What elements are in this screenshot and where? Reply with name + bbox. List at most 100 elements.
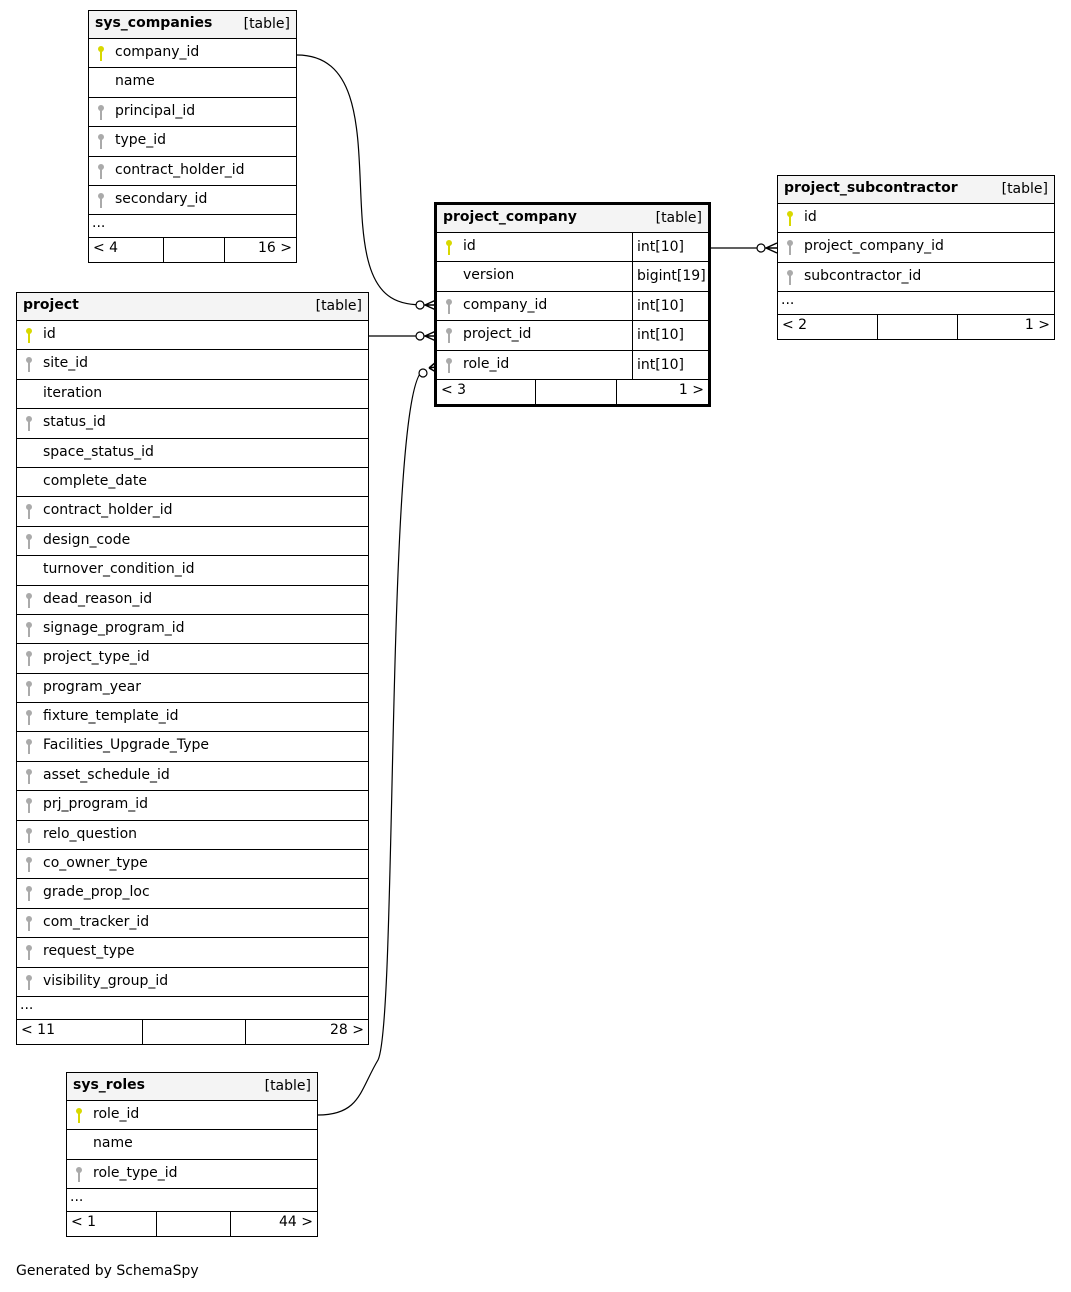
column-row[interactable]: type_id	[89, 127, 296, 157]
more-columns-ellipsis[interactable]: ...	[778, 292, 1054, 316]
column-row[interactable]: fixture_template_id	[17, 703, 368, 733]
foreign-key-icon	[25, 504, 35, 520]
column-name: fixture_template_id	[43, 708, 179, 725]
parents-count[interactable]: < 11	[21, 1021, 55, 1038]
column-name: com_tracker_id	[43, 913, 150, 930]
column-row[interactable]: asset_schedule_id	[17, 762, 368, 792]
table-name[interactable]: sys_companies	[95, 15, 213, 31]
foreign-key-icon	[445, 357, 455, 374]
children-count[interactable]: 1 >	[678, 381, 704, 398]
column-row[interactable]: secondary_id	[89, 186, 296, 216]
column-row[interactable]: subcontractor_id	[778, 263, 1054, 293]
column-row[interactable]: role_id	[67, 1101, 317, 1131]
children-count[interactable]: 28 >	[330, 1021, 364, 1038]
column-row[interactable]: status_id	[17, 409, 368, 439]
column-row[interactable]: contract_holder_id	[17, 497, 368, 527]
table-kind-label: [table]	[264, 1078, 311, 1094]
parents-count[interactable]: < 3	[441, 381, 467, 398]
relationship-counts-footer: < 3 1 >	[437, 379, 708, 404]
column-name: site_id	[43, 355, 89, 372]
foreign-key-icon	[25, 592, 35, 609]
column-row[interactable]: id	[778, 204, 1054, 234]
more-columns-ellipsis[interactable]: ...	[17, 997, 368, 1020]
column-row[interactable]: project_company_id	[778, 233, 1054, 263]
children-count[interactable]: 1 >	[1024, 317, 1050, 334]
column-type: int[10]	[632, 233, 708, 262]
column-name: design_code	[43, 531, 131, 548]
column-name: name	[93, 1135, 133, 1152]
foreign-key-icon	[97, 134, 107, 150]
parents-count[interactable]: < 2	[782, 317, 808, 334]
column-type: bigint[19]	[632, 262, 708, 291]
foreign-key-icon	[97, 192, 107, 209]
parents-count[interactable]: < 4	[93, 240, 119, 257]
column-name: signage_program_id	[43, 619, 185, 636]
children-count[interactable]: 16 >	[258, 240, 292, 257]
table-name[interactable]: sys_roles	[73, 1077, 145, 1093]
table-header: sys_roles [table]	[67, 1073, 317, 1101]
column-row[interactable]: site_id	[17, 350, 368, 380]
column-row[interactable]: principal_id	[89, 98, 296, 128]
column-row[interactable]: signage_program_id	[17, 615, 368, 645]
more-columns-ellipsis[interactable]: ...	[89, 215, 296, 239]
column-name: company_id	[115, 44, 200, 60]
footer-divider	[957, 315, 958, 340]
column-row[interactable]: visibility_group_id	[17, 968, 368, 997]
relationship-counts-footer: < 4 16 >	[89, 238, 296, 263]
column-row[interactable]: complete_date	[17, 468, 368, 498]
more-columns-ellipsis[interactable]: ...	[67, 1189, 317, 1213]
footer-divider	[163, 238, 164, 263]
column-row[interactable]: role_id int[10]	[437, 350, 708, 380]
column-row[interactable]: name	[67, 1130, 317, 1160]
column-row[interactable]: dead_reason_id	[17, 586, 368, 615]
column-row[interactable]: co_owner_type	[17, 850, 368, 880]
table-name[interactable]: project_company	[443, 209, 577, 225]
column-name: project_id	[463, 326, 532, 343]
parents-count[interactable]: < 1	[71, 1214, 97, 1231]
column-row[interactable]: name	[89, 68, 296, 98]
column-row[interactable]: relo_question	[17, 821, 368, 851]
column-name: role_id	[463, 355, 510, 372]
column-row[interactable]: space_status_id	[17, 439, 368, 468]
table-header: project[table]	[17, 293, 368, 321]
link-company	[296, 54, 426, 306]
table-kind-label: [table]	[243, 16, 290, 32]
column-row[interactable]: com_tracker_id	[17, 909, 368, 939]
column-name: grade_prop_loc	[43, 884, 150, 901]
column-name: company_id	[463, 296, 548, 313]
column-name: subcontractor_id	[804, 267, 922, 284]
column-row[interactable]: Facilities_Upgrade_Type	[17, 732, 368, 762]
column-row[interactable]: iteration	[17, 380, 368, 410]
column-row[interactable]: project_type_id	[17, 644, 368, 674]
link-roles	[317, 369, 426, 1116]
column-row[interactable]: grade_prop_loc	[17, 879, 368, 909]
column-row[interactable]: company_id	[89, 39, 296, 69]
column-type: int[10]	[632, 350, 708, 379]
column-row[interactable]: prj_program_id	[17, 791, 368, 821]
column-row[interactable]: design_code	[17, 527, 368, 557]
column-name: contract_holder_id	[115, 161, 245, 178]
column-name: contract_holder_id	[43, 502, 173, 519]
column-row[interactable]: id	[17, 321, 368, 351]
link-company-zero-marker	[415, 300, 425, 310]
column-row[interactable]: contract_holder_id	[89, 157, 296, 186]
column-row[interactable]: turnover_condition_id	[17, 556, 368, 586]
foreign-key-icon	[25, 945, 35, 961]
column-row[interactable]: role_type_id	[67, 1160, 317, 1190]
column-row[interactable]: program_year	[17, 674, 368, 704]
column-row[interactable]: request_type	[17, 938, 368, 968]
column-name: program_year	[43, 678, 141, 695]
table-name[interactable]: project	[23, 297, 79, 313]
table-name[interactable]: project_subcontractor	[784, 180, 958, 196]
primary-key-icon	[97, 46, 107, 62]
children-count[interactable]: 44 >	[279, 1214, 313, 1231]
